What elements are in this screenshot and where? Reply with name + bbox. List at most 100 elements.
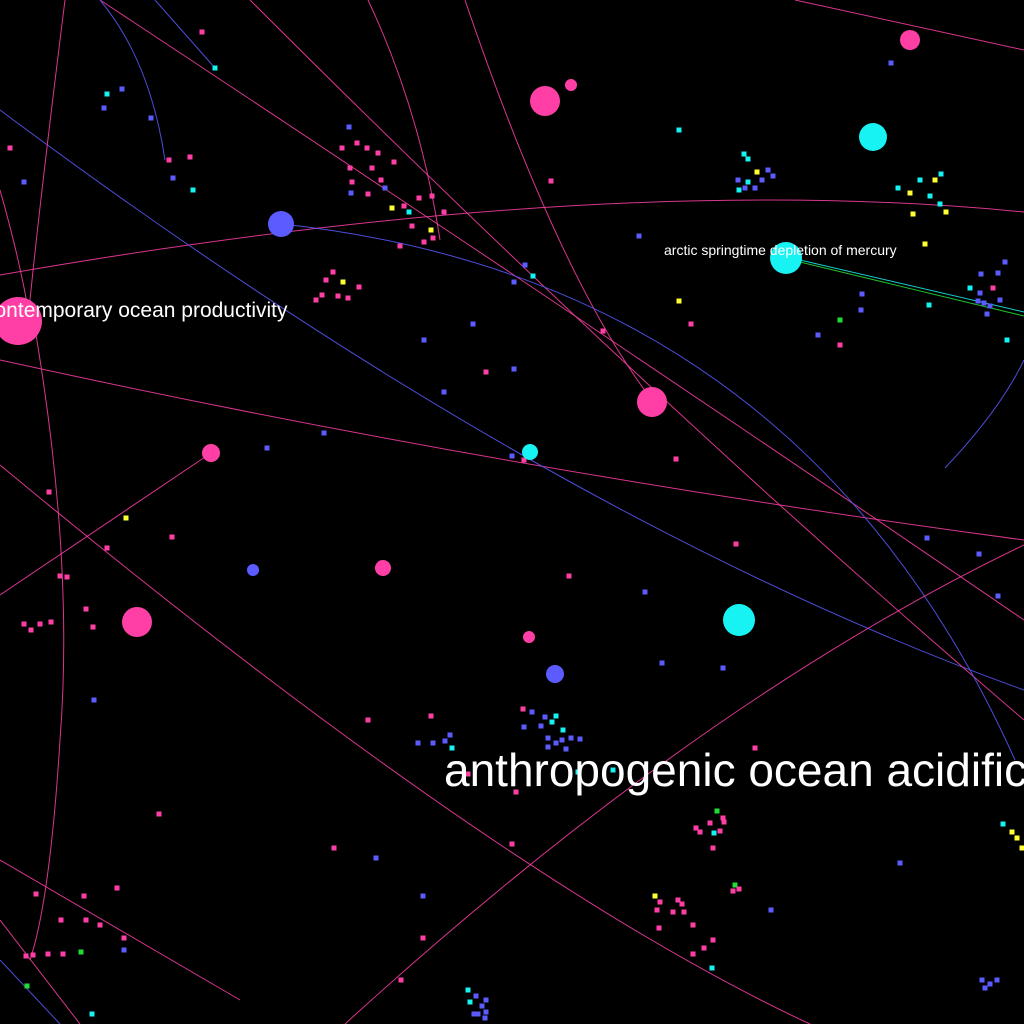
concept-node[interactable] — [530, 86, 560, 116]
small-node[interactable] — [420, 935, 426, 941]
small-node[interactable] — [330, 269, 336, 275]
small-node[interactable] — [981, 300, 987, 306]
small-node[interactable] — [837, 317, 843, 323]
small-node[interactable] — [745, 156, 751, 162]
small-node[interactable] — [345, 295, 351, 301]
small-node[interactable] — [28, 627, 34, 633]
small-node[interactable] — [364, 145, 370, 151]
small-node[interactable] — [21, 621, 27, 627]
small-node[interactable] — [575, 769, 581, 775]
small-node[interactable] — [676, 127, 682, 133]
small-node[interactable] — [1000, 821, 1006, 827]
small-node[interactable] — [982, 985, 988, 991]
concept-node[interactable] — [637, 387, 667, 417]
small-node[interactable] — [922, 241, 928, 247]
small-node[interactable] — [530, 273, 536, 279]
small-node[interactable] — [733, 541, 739, 547]
small-node[interactable] — [720, 815, 726, 821]
small-node[interactable] — [81, 893, 87, 899]
small-node[interactable] — [548, 178, 554, 184]
small-node[interactable] — [549, 719, 555, 725]
small-node[interactable] — [391, 159, 397, 165]
small-node[interactable] — [441, 389, 447, 395]
small-node[interactable] — [997, 297, 1003, 303]
small-node[interactable] — [471, 1011, 477, 1017]
small-node[interactable] — [690, 922, 696, 928]
small-node[interactable] — [331, 845, 337, 851]
small-node[interactable] — [465, 771, 471, 777]
small-node[interactable] — [717, 828, 723, 834]
small-node[interactable] — [37, 621, 43, 627]
small-node[interactable] — [441, 209, 447, 215]
small-node[interactable] — [483, 1009, 489, 1015]
small-node[interactable] — [681, 909, 687, 915]
small-node[interactable] — [994, 977, 1000, 983]
small-node[interactable] — [449, 745, 455, 751]
small-node[interactable] — [768, 907, 774, 913]
small-node[interactable] — [654, 907, 660, 913]
small-node[interactable] — [114, 885, 120, 891]
small-node[interactable] — [319, 292, 325, 298]
small-node[interactable] — [83, 917, 89, 923]
small-node[interactable] — [473, 993, 479, 999]
small-node[interactable] — [346, 124, 352, 130]
concept-node[interactable] — [0, 297, 42, 345]
small-node[interactable] — [409, 223, 415, 229]
small-node[interactable] — [199, 29, 205, 35]
small-node[interactable] — [264, 445, 270, 451]
small-node[interactable] — [428, 227, 434, 233]
small-node[interactable] — [91, 697, 97, 703]
small-node[interactable] — [156, 811, 162, 817]
node-label-contemporary-ocean-productivity[interactable]: contemporary ocean productivity — [0, 299, 288, 322]
small-node[interactable] — [24, 983, 30, 989]
concept-node[interactable] — [522, 444, 538, 460]
small-node[interactable] — [714, 808, 720, 814]
small-node[interactable] — [765, 167, 771, 173]
small-node[interactable] — [509, 453, 515, 459]
small-node[interactable] — [676, 298, 682, 304]
small-node[interactable] — [78, 949, 84, 955]
small-node[interactable] — [995, 270, 1001, 276]
small-node[interactable] — [895, 185, 901, 191]
small-node[interactable] — [420, 893, 426, 899]
small-node[interactable] — [709, 965, 715, 971]
small-node[interactable] — [815, 332, 821, 338]
small-node[interactable] — [415, 740, 421, 746]
small-node[interactable] — [313, 297, 319, 303]
small-node[interactable] — [926, 302, 932, 308]
small-node[interactable] — [538, 723, 544, 729]
small-node[interactable] — [559, 737, 565, 743]
small-node[interactable] — [690, 951, 696, 957]
small-node[interactable] — [119, 86, 125, 92]
small-node[interactable] — [479, 1003, 485, 1009]
small-node[interactable] — [30, 952, 36, 958]
small-node[interactable] — [730, 888, 736, 894]
small-node[interactable] — [1019, 845, 1024, 851]
concept-node[interactable] — [859, 123, 887, 151]
small-node[interactable] — [987, 303, 993, 309]
small-node[interactable] — [365, 191, 371, 197]
small-node[interactable] — [482, 1015, 488, 1021]
concept-node[interactable] — [122, 607, 152, 637]
node-label-anthropogenic-ocean-acidification[interactable]: anthropogenic ocean acidification — [444, 744, 1024, 796]
small-node[interactable] — [148, 115, 154, 121]
concept-node[interactable] — [268, 211, 294, 237]
small-node[interactable] — [1002, 259, 1008, 265]
small-node[interactable] — [429, 193, 435, 199]
small-node[interactable] — [323, 277, 329, 283]
small-node[interactable] — [354, 140, 360, 146]
small-node[interactable] — [721, 819, 727, 825]
small-node[interactable] — [652, 893, 658, 899]
small-node[interactable] — [60, 951, 66, 957]
small-node[interactable] — [770, 173, 776, 179]
small-node[interactable] — [754, 169, 760, 175]
small-node[interactable] — [888, 60, 894, 66]
small-node[interactable] — [45, 951, 51, 957]
concept-node[interactable] — [770, 242, 802, 274]
small-node[interactable] — [600, 328, 606, 334]
small-node[interactable] — [688, 321, 694, 327]
small-node[interactable] — [375, 150, 381, 156]
small-node[interactable] — [978, 271, 984, 277]
small-node[interactable] — [710, 937, 716, 943]
